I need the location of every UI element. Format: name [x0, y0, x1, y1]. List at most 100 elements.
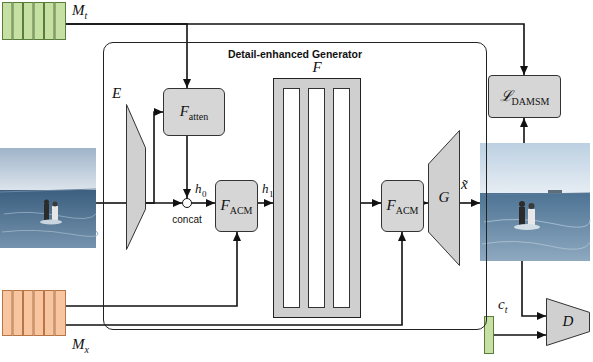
- flow-arrow: [146, 112, 163, 203]
- sky: [0, 148, 96, 192]
- res-layer: [284, 89, 300, 308]
- feature-index: 0: [202, 190, 207, 199]
- text-group: ℒDAMSM: [500, 88, 550, 104]
- text-group: FACM: [221, 197, 253, 213]
- horizon: [0, 189, 96, 192]
- trapezoid-shape: [547, 299, 590, 346]
- encoder-trapezoid: E: [126, 104, 146, 250]
- feature-symbol: h: [195, 182, 202, 195]
- flow-arrow: [146, 202, 182, 204]
- wave: [2, 230, 98, 236]
- input-photo: [0, 148, 98, 248]
- flow-arrow: [361, 202, 381, 204]
- node-subscript: ACM: [230, 205, 253, 216]
- flow-arrow: [258, 202, 273, 204]
- flow-arrow: [523, 118, 525, 143]
- input-wire: [96, 202, 126, 204]
- flow-arrow: [460, 202, 480, 204]
- node-label: E: [112, 85, 121, 101]
- wave: [482, 241, 590, 249]
- text-group: F: [312, 59, 321, 75]
- res-layer: [309, 89, 325, 308]
- sea: [480, 193, 590, 261]
- figure: [519, 207, 525, 225]
- flow-arrow: [66, 24, 524, 75]
- figure: [528, 209, 535, 225]
- condition-bar: [485, 317, 494, 354]
- feature-symbol: h: [262, 182, 269, 195]
- output-photo: [480, 143, 590, 261]
- sea: [0, 190, 96, 248]
- text-group: E: [112, 85, 121, 101]
- concat-node: concat: [182, 198, 192, 208]
- node-subscript: t: [505, 304, 508, 315]
- node-label: M: [72, 2, 85, 18]
- text-group: FACM: [387, 197, 419, 213]
- node-subscript: t: [85, 10, 88, 21]
- flow-arrow: [494, 334, 546, 336]
- figure: [519, 201, 525, 207]
- acm-block: FACM: [381, 180, 424, 232]
- node-label: x̃: [461, 176, 468, 192]
- bar: [3, 3, 13, 40]
- node-subscript: atten: [189, 111, 208, 122]
- splash: [40, 220, 62, 225]
- trapezoid-shape: [429, 131, 460, 266]
- bar: [13, 3, 23, 40]
- residual-block-fill: [273, 78, 361, 318]
- text-group: D: [563, 313, 574, 329]
- text-group: Mt: [72, 2, 87, 18]
- figure: [44, 200, 49, 205]
- node-label: concat: [172, 214, 201, 225]
- flow-arrow: [66, 24, 187, 88]
- text-feature-bars: Mt: [2, 2, 66, 40]
- discriminator-trapezoid: D: [546, 298, 590, 346]
- flow-arrow: [66, 232, 402, 325]
- trapezoid-shape: [127, 105, 146, 250]
- text-group: ct: [498, 296, 507, 312]
- flow-arrow: [424, 202, 428, 204]
- bar: [55, 291, 66, 336]
- image-feature-bars: Mx: [2, 290, 66, 336]
- node-label: F: [180, 103, 189, 119]
- flow-arrow: [186, 136, 188, 198]
- node-label: Detail-enhanced Generator: [228, 48, 362, 60]
- horizon: [480, 193, 590, 195]
- node-label: ℒ: [500, 88, 512, 104]
- text-group: concat: [172, 210, 201, 226]
- figure: [529, 203, 535, 209]
- flow-arrow: [522, 261, 546, 316]
- trapezoid-outline: [126, 104, 146, 250]
- acm-block: FACM: [215, 180, 258, 232]
- bar: [24, 3, 34, 40]
- figure: [53, 202, 58, 207]
- bar: [34, 291, 44, 336]
- bar: [13, 291, 23, 336]
- bar: [45, 291, 55, 336]
- node-label: F: [221, 197, 230, 213]
- wave: [4, 212, 96, 218]
- bar: [45, 3, 55, 40]
- node-label: D: [563, 313, 574, 329]
- residual-blocks: F: [273, 78, 361, 318]
- node-label: c: [498, 296, 505, 312]
- bar: [24, 291, 34, 336]
- text-group: Mx: [72, 336, 89, 352]
- text-group: Detail-enhanced Generator: [228, 45, 362, 61]
- loss-block: ℒDAMSM: [488, 75, 561, 118]
- output-image: x̃: [480, 143, 590, 261]
- condition-bar: ct: [484, 316, 494, 354]
- node-label: F: [312, 59, 321, 75]
- sky: [480, 143, 590, 195]
- node-label: M: [72, 336, 85, 352]
- node-subscript: x: [85, 344, 89, 355]
- node-subscript: DAMSM: [512, 96, 550, 107]
- image-feature-bars: [3, 291, 66, 336]
- bar: [3, 291, 13, 336]
- flow-arrow: [66, 232, 237, 306]
- generator-module: Detail-enhanced GeneratorEFattenconcatFA…: [103, 42, 487, 330]
- decoder-trapezoid: G: [428, 130, 460, 266]
- text-group: x̃: [461, 176, 468, 192]
- feature-index: 1: [269, 190, 274, 199]
